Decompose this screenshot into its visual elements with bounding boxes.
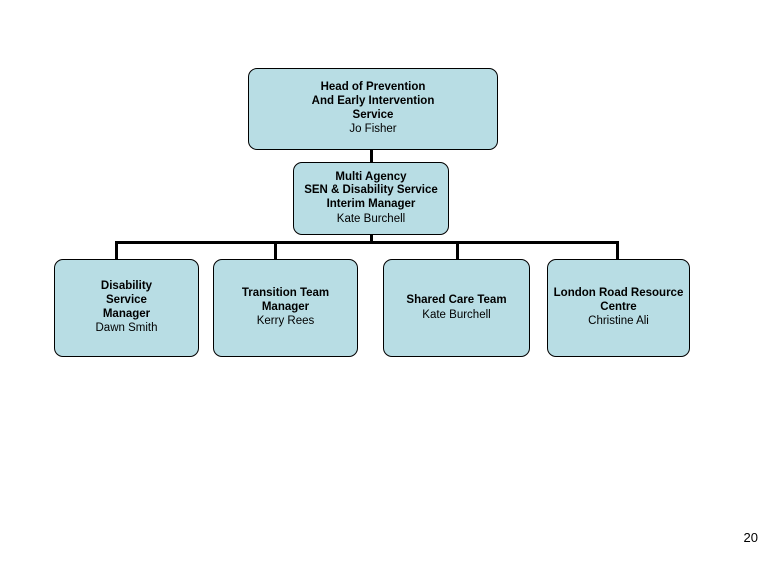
connector-head-to-multi-agency	[370, 150, 373, 162]
node-title: Head of Prevention And Early Interventio…	[311, 81, 435, 121]
page-number: 20	[743, 530, 758, 545]
connector-drop-london-road	[616, 241, 619, 259]
node-head-of-prevention[interactable]: Head of Prevention And Early Interventio…	[248, 68, 498, 150]
node-person: Kerry Rees	[256, 315, 315, 328]
node-person: Dawn Smith	[95, 322, 158, 335]
node-title: Multi Agency SEN & Disability Service In…	[304, 170, 438, 210]
connector-drop-transition	[274, 241, 277, 259]
node-london-road-resource-centre[interactable]: London Road Resource Centre Christine Al…	[547, 259, 690, 357]
node-title: London Road Resource Centre	[553, 287, 684, 313]
node-person: Christine Ali	[588, 315, 649, 328]
node-title: Transition Team Manager	[241, 287, 330, 313]
connector-drop-disability	[115, 241, 118, 259]
node-multi-agency-sen[interactable]: Multi Agency SEN & Disability Service In…	[293, 162, 449, 235]
node-shared-care-team[interactable]: Shared Care Team Kate Burchell	[383, 259, 530, 357]
node-person: Kate Burchell	[422, 308, 491, 321]
node-person: Jo Fisher	[349, 123, 397, 136]
node-disability-service-manager[interactable]: Disability Service Manager Dawn Smith	[54, 259, 199, 357]
node-transition-team-manager[interactable]: Transition Team Manager Kerry Rees	[213, 259, 358, 357]
node-person: Kate Burchell	[336, 212, 406, 225]
node-title: Disability Service Manager	[100, 280, 153, 320]
connector-horizontal-bus	[115, 241, 619, 244]
connector-multi-agency-stem	[370, 235, 373, 243]
connector-drop-shared-care	[456, 241, 459, 259]
node-title: Shared Care Team	[406, 293, 507, 306]
